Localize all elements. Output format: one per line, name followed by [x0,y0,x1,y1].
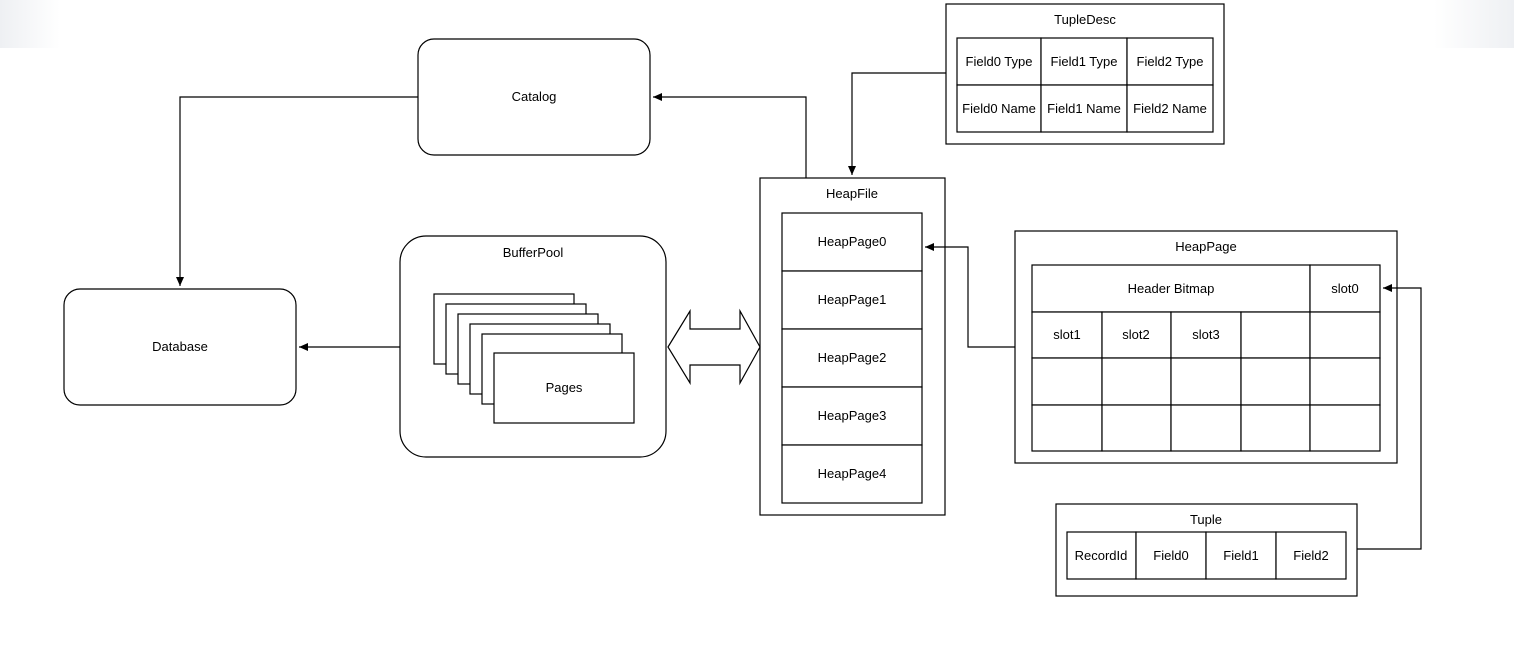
catalog-node[interactable]: Catalog [417,38,651,156]
field-name-cell: Field0 Name [962,101,1036,116]
heap-page-node[interactable]: HeapPage Header Bitmap slot0 slot1 slot2… [1014,230,1398,464]
database-label: Database [152,339,208,354]
field-name-cell: Field2 Name [1133,101,1207,116]
tuple-desc-node[interactable]: TupleDesc Field0 Type Field1 Type Field2… [945,3,1225,145]
heap-page-label: HeapPage3 [818,408,887,423]
buffer-pool-title: BufferPool [503,245,564,260]
top-right-shade [1434,0,1514,48]
tuple-field-cell: Field2 [1293,548,1328,563]
heap-page-cell-0[interactable] [781,212,923,272]
heappage-to-heapfile-arrow [925,243,1015,348]
heap-page-cell-2[interactable] [781,328,923,388]
slot-label: slot2 [1122,327,1149,342]
heap-page-cell-1[interactable] [781,270,923,330]
double-headed-arrow [667,308,761,386]
tuple-to-slot0-arrow [1357,284,1422,550]
page-stack: Pages [433,293,635,424]
slot0-label: slot0 [1331,281,1358,296]
tuple-field-cell: RecordId [1075,548,1128,563]
tuple-field-cell: Field0 [1153,548,1188,563]
top-left-shade [0,0,60,48]
tuple-title: Tuple [1190,512,1222,527]
heapfile-to-catalog-arrow [653,93,807,178]
field-type-cell: Field2 Type [1137,54,1204,69]
heap-file-node[interactable]: HeapFile HeapPage0 HeapPage1 HeapPage2 H… [759,177,946,516]
tuple-desc-title: TupleDesc [1054,12,1116,27]
heap-page-label: HeapPage2 [818,350,887,365]
heap-page-title: HeapPage [1175,239,1236,254]
field-name-cell: Field1 Name [1047,101,1121,116]
slot-grid [1031,311,1381,452]
heap-page-cell-4[interactable] [781,444,923,504]
buffer-pool-node[interactable]: BufferPool Pages [399,235,667,458]
header-bitmap-cell [1031,264,1311,313]
heap-page-label: HeapPage0 [818,234,887,249]
header-bitmap-label: Header Bitmap [1128,281,1215,296]
tuple-node[interactable]: Tuple RecordId Field0 Field1 Field2 [1055,503,1358,597]
slot-label: slot1 [1053,327,1080,342]
heap-page-label: HeapPage4 [818,466,887,481]
heap-page-label: HeapPage1 [818,292,887,307]
slot-label: slot3 [1192,327,1219,342]
heap-file-title: HeapFile [826,186,878,201]
field-type-cell: Field0 Type [966,54,1033,69]
pages-label: Pages [546,380,583,395]
tuple-field-cell: Field1 [1223,548,1258,563]
catalog-to-database-arrow [176,96,418,286]
field-type-cell: Field1 Type [1051,54,1118,69]
database-node[interactable]: Database [63,288,297,406]
catalog-label: Catalog [512,89,557,104]
tupledesc-to-heapfile-arrow [848,72,946,175]
